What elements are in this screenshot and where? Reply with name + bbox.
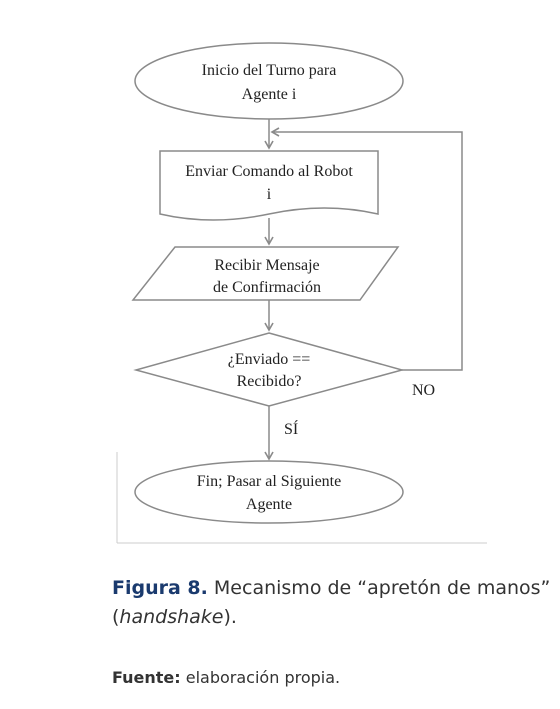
- send-command-node: Enviar Comando al Robot i: [159, 150, 379, 221]
- decision-label-2: Recibido?: [237, 373, 302, 390]
- edge-no-label: NO: [412, 382, 435, 399]
- figure-caption-italic: handshake: [119, 606, 224, 628]
- decision-label-1: ¿Enviado ==: [228, 351, 310, 368]
- send-command-label-2: i: [267, 186, 272, 203]
- figure-caption-label: Figura 8.: [112, 577, 208, 599]
- figure-caption: Figura 8. Mecanismo de “apretón de manos…: [112, 574, 552, 632]
- figure-caption-text: Mecanismo de “apretón de manos”: [207, 577, 551, 599]
- receive-message-label-2: de Confirmación: [213, 279, 321, 296]
- start-node: Inicio del Turno para Agente i: [134, 42, 404, 120]
- edge-yes-label: SÍ: [284, 419, 298, 438]
- send-command-label-1: Enviar Comando al Robot: [185, 163, 353, 180]
- end-node-label-1: Fin; Pasar al Siguiente: [197, 473, 341, 490]
- decision-node: ¿Enviado == Recibido?: [133, 332, 405, 407]
- edge-decision-loop-back: [270, 127, 463, 371]
- receive-message-label-1: Recibir Mensaje: [214, 257, 319, 274]
- figure-source: Fuente: elaboración propia.: [112, 668, 552, 687]
- receive-message-node: Recibir Mensaje de Confirmación: [131, 246, 400, 301]
- start-node-label-1: Inicio del Turno para: [202, 62, 337, 79]
- figure-caption-close: ).: [223, 606, 237, 628]
- figure-source-text: elaboración propia.: [180, 668, 341, 687]
- end-node-label-2: Agente: [246, 496, 292, 513]
- figure-caption-open: (: [112, 606, 120, 628]
- flowchart-diagram: Inicio del Turno para Agente i Enviar Co…: [116, 42, 487, 544]
- end-node: Fin; Pasar al Siguiente Agente: [134, 460, 404, 524]
- figure-source-label: Fuente:: [112, 668, 181, 687]
- start-node-label-2: Agente i: [242, 86, 297, 103]
